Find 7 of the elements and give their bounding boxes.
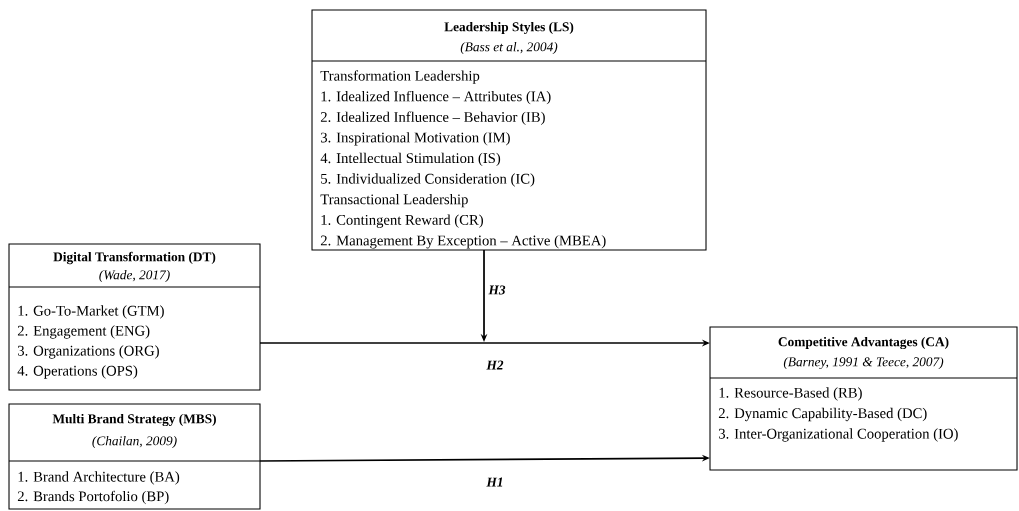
edge-label: H1: [485, 476, 505, 488]
construct-box: Leadership Styles (LS) (Bass et al., 2004) Transformation Leadership 1. Idealized Influence – Attributes (IA) 2. Idealized Influence – Behavior (IB) 3. Inspirational Motivation (IM) 4. Intellectual Stimulation (IS) 5. Individualized Consideration (IC) Transactional Leadership 1. Contingent Reward (CR) 2. Management By Exception – Active (MBEA): [311, 9, 707, 251]
edge-label: H3: [487, 284, 507, 296]
edge-label: H2: [485, 359, 505, 371]
construct-box: Competitive Advantages (CA) (Barney, 1991 & Teece, 2007) 1. Resource-Based (RB) 2. Dynamic Capability-Based (DC) 3. Inter-Organizational Cooperation (IO): [709, 326, 1018, 471]
construct-box: Digital Transformation (DT) (Wade, 2017) 1. Go-To-Market (GTM) 2. Engagement (ENG) 3. Organizations (ORG) 4. Operations (OPS): [8, 243, 261, 391]
construct-box: Multi Brand Strategy (MBS) (Chailan, 2009) 1. Brand Architecture (BA) 2. Brands Portofolio (BP): [8, 403, 261, 510]
